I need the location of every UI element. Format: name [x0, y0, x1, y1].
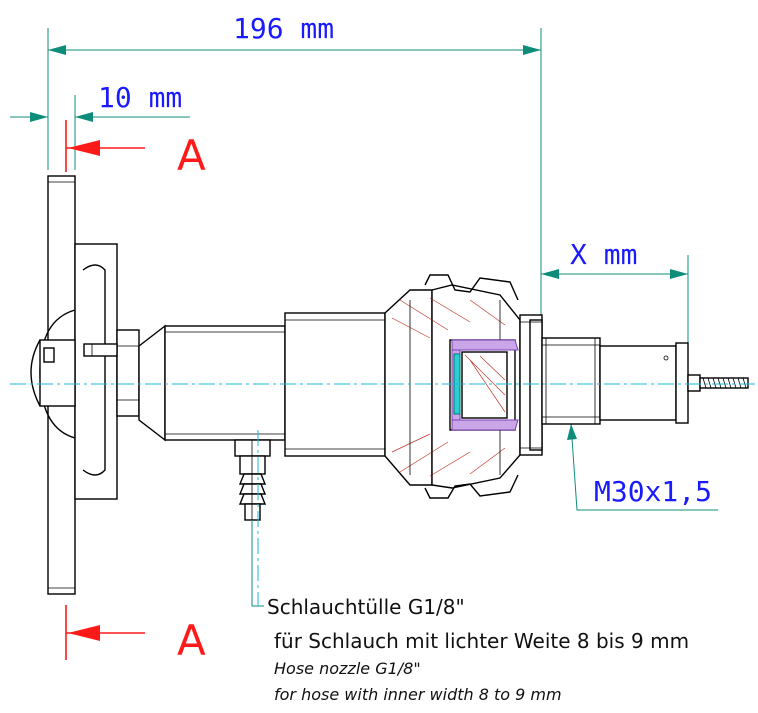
- thread-label: M30x1,5: [594, 475, 712, 508]
- dimension-overall: 196 mm: [47, 12, 542, 315]
- section-mark-bottom-label: A: [177, 616, 206, 665]
- note-line-1: Schlauchtülle G1/8": [267, 595, 465, 619]
- dimension-flange-label: 10 mm: [98, 81, 182, 114]
- thread-callout: M30x1,5: [567, 423, 718, 511]
- conical-housing: [138, 324, 286, 442]
- dimension-overall-label: 196 mm: [233, 12, 334, 45]
- nozzle-leader: [251, 520, 264, 607]
- dimension-flange: 10 mm: [10, 81, 190, 170]
- note-line-3: Hose nozzle G1/8": [274, 659, 421, 678]
- coupling-head: [384, 274, 521, 499]
- bolt-nut: [83, 329, 140, 417]
- section-mark-top-label: A: [177, 131, 206, 180]
- dimension-extension-label: X mm: [570, 238, 637, 271]
- nozzle-note: Schlauchtülle G1/8" für Schlauch mit lic…: [267, 595, 689, 704]
- section-mark-bottom: A: [65, 605, 206, 665]
- adapter-flange: [519, 314, 543, 456]
- probe-tip: [687, 374, 749, 392]
- dimension-extension: X mm: [541, 238, 689, 345]
- note-line-4: for hose with inner width 8 to 9 mm: [274, 685, 562, 704]
- note-line-2: für Schlauch mit lichter Weite 8 bis 9 m…: [274, 629, 689, 653]
- section-mark-top: A: [65, 120, 206, 180]
- hose-nozzle: [234, 439, 271, 521]
- threaded-extension: [541, 337, 689, 425]
